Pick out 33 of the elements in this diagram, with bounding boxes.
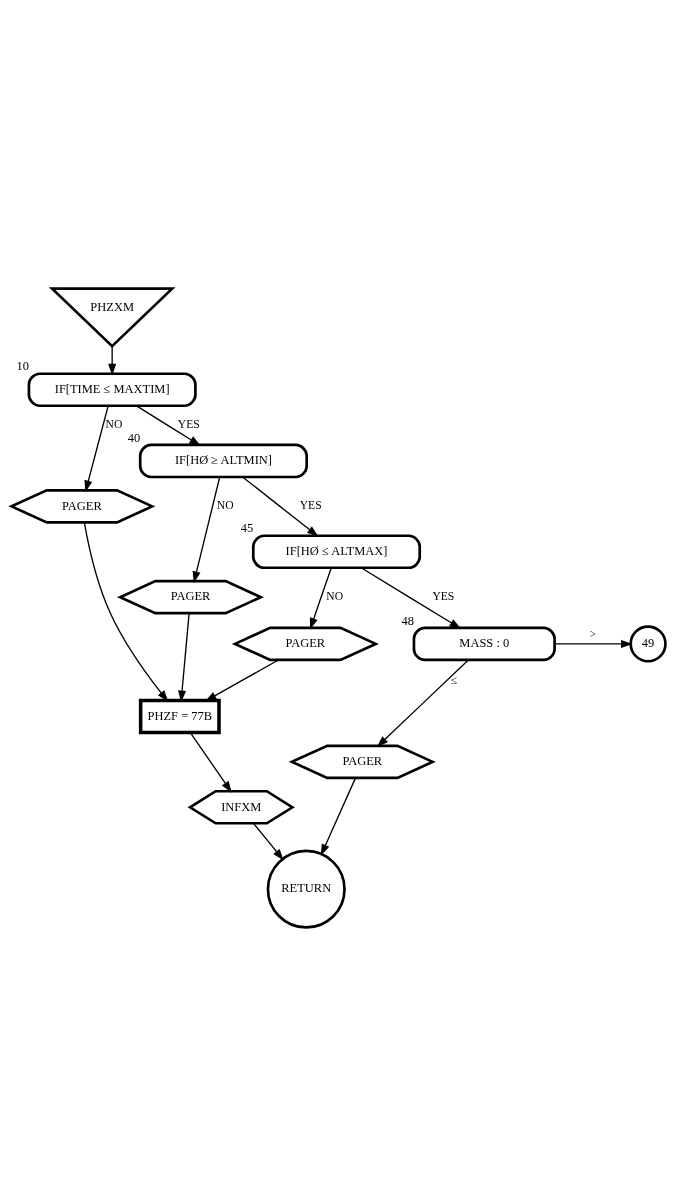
arrow xyxy=(83,521,169,702)
arrow xyxy=(135,404,201,446)
node-box: IF[TIME ≤ MAXTIM] xyxy=(27,371,197,407)
arrow xyxy=(189,731,232,793)
arrow xyxy=(554,639,633,648)
edge-label: ≤ xyxy=(450,673,458,687)
node-label: 10 xyxy=(16,358,29,373)
node-box: IF[HØ ≤ ALTMAX] xyxy=(251,533,422,569)
node-box: IF[HØ ≥ ALTMIN] xyxy=(138,443,308,478)
node-label: 45 xyxy=(240,520,254,535)
node-label: 48 xyxy=(401,612,414,627)
arrow xyxy=(253,822,284,860)
node-box: MASS : 0 xyxy=(412,626,556,661)
edge-label: NO xyxy=(105,417,123,431)
edge-label: NO xyxy=(216,498,234,512)
node-circle: 49 xyxy=(629,624,667,663)
arrow xyxy=(320,776,357,856)
edge-label: YES xyxy=(299,498,322,512)
arrow xyxy=(204,658,280,701)
arrow xyxy=(242,475,319,537)
arrow xyxy=(376,658,469,747)
edge-label: NO xyxy=(326,589,344,603)
arrow xyxy=(192,475,221,583)
arrow xyxy=(108,345,117,375)
edge-label: > xyxy=(589,627,596,641)
edge-label: YES xyxy=(177,417,200,431)
arrow xyxy=(84,404,109,492)
node-label: 40 xyxy=(127,430,141,445)
node-box: PHZF = 77B xyxy=(138,698,221,734)
edge-label: YES xyxy=(432,589,455,603)
arrow xyxy=(178,612,190,702)
arrow xyxy=(309,566,332,630)
arrow xyxy=(360,566,462,629)
